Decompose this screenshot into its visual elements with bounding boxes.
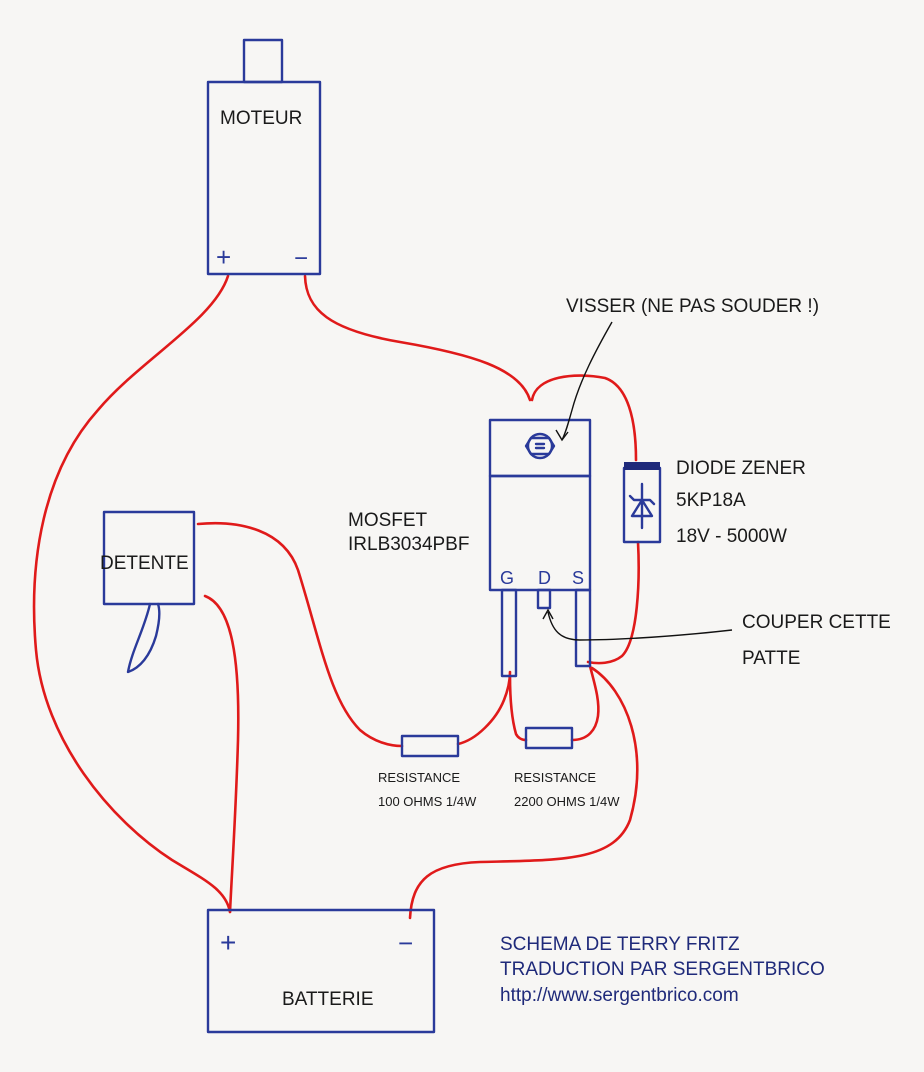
mosfet: G D S MOSFET IRLB3034PBF: [348, 418, 592, 678]
resistor-2200-body: [524, 726, 574, 750]
resistor-100-line1: RESISTANCE: [378, 770, 460, 785]
wire-trigger-to-r1: [196, 521, 404, 748]
resistor-2200-line2: 2200 OHMS 1/4W: [514, 794, 620, 809]
cut-note-line1: COUPER CETTE: [742, 612, 891, 633]
mosfet-drain-leg-cut: [536, 588, 552, 610]
mosfet-screw-hole: [526, 432, 554, 460]
resistor-2200-line1: RESISTANCE: [514, 770, 596, 785]
wire-r1-to-gate: [456, 670, 512, 746]
motor-body: [206, 80, 322, 276]
credit-translation: TRADUCTION PAR SERGENTBRICO: [500, 959, 825, 980]
motor-shaft: [242, 38, 284, 84]
resistor-100: RESISTANCE 100 OHMS 1/4W: [378, 734, 477, 809]
zener-diode: DIODE ZENER 5KP18A 18V - 5000W: [622, 458, 806, 547]
mosfet-pin-g: G: [500, 568, 514, 588]
wire-drain-to-zener: [530, 374, 638, 462]
resistor-100-body: [400, 734, 460, 758]
resistor-100-line2: 100 OHMS 1/4W: [378, 794, 477, 809]
credit-url: http://www.sergentbrico.com: [500, 985, 739, 1006]
wire-zener-to-source: [586, 540, 640, 665]
credits: SCHEMA DE TERRY FRITZ TRADUCTION PAR SER…: [500, 934, 825, 1006]
trigger-lever: [126, 602, 161, 674]
wire-r2-to-source: [570, 664, 600, 742]
zener-line2: 5KP18A: [676, 490, 746, 511]
motor-label: MOTEUR: [220, 108, 302, 129]
annotations: VISSER (NE PAS SOUDER !) COUPER CETTE PA…: [542, 296, 891, 669]
mosfet-pin-d: D: [538, 568, 551, 588]
cut-note-arrowhead: [542, 608, 554, 620]
cut-note-arrow: [547, 611, 733, 641]
wire-source-to-battery-minus: [408, 666, 639, 920]
motor-plus-terminal: +: [216, 242, 231, 272]
zener-line3: 18V - 5000W: [676, 526, 787, 547]
screw-note-arrowhead: [555, 429, 569, 442]
cut-note-line2: PATTE: [742, 648, 800, 669]
mosfet-part-number: IRLB3034PBF: [348, 534, 469, 555]
screw-note: VISSER (NE PAS SOUDER !): [566, 296, 819, 317]
mosfet-label: MOSFET: [348, 510, 428, 531]
trigger: DETENTE: [100, 510, 196, 674]
mosfet-pin-s: S: [572, 568, 584, 588]
motor-minus-terminal: −: [294, 245, 308, 272]
credit-author: SCHEMA DE TERRY FRITZ: [500, 934, 740, 955]
wire-motor-minus-to-drain: [303, 274, 532, 402]
wire-gate-to-r2: [508, 674, 528, 742]
wire-motor-plus-to-battery-plus: [32, 274, 232, 914]
mosfet-gate-leg: [500, 588, 518, 678]
battery-plus-terminal: +: [220, 927, 236, 958]
battery-label: BATTERIE: [282, 989, 374, 1010]
zener-cathode-band: [624, 462, 660, 470]
mosfet-screw-icon: [524, 436, 556, 456]
battery-body: [206, 908, 436, 1034]
zener-line1: DIODE ZENER: [676, 458, 806, 479]
zener-symbol-icon: [628, 482, 656, 530]
screw-note-arrow: [561, 321, 613, 441]
mosfet-source-leg: [574, 588, 592, 668]
wire-trigger-to-battery-plus: [203, 594, 240, 914]
resistor-2200: RESISTANCE 2200 OHMS 1/4W: [514, 726, 620, 809]
motor: MOTEUR + −: [206, 38, 322, 276]
wires: [32, 274, 640, 920]
trigger-label: DETENTE: [100, 553, 189, 574]
battery-minus-terminal: −: [398, 928, 413, 958]
battery: + − BATTERIE: [206, 908, 436, 1034]
